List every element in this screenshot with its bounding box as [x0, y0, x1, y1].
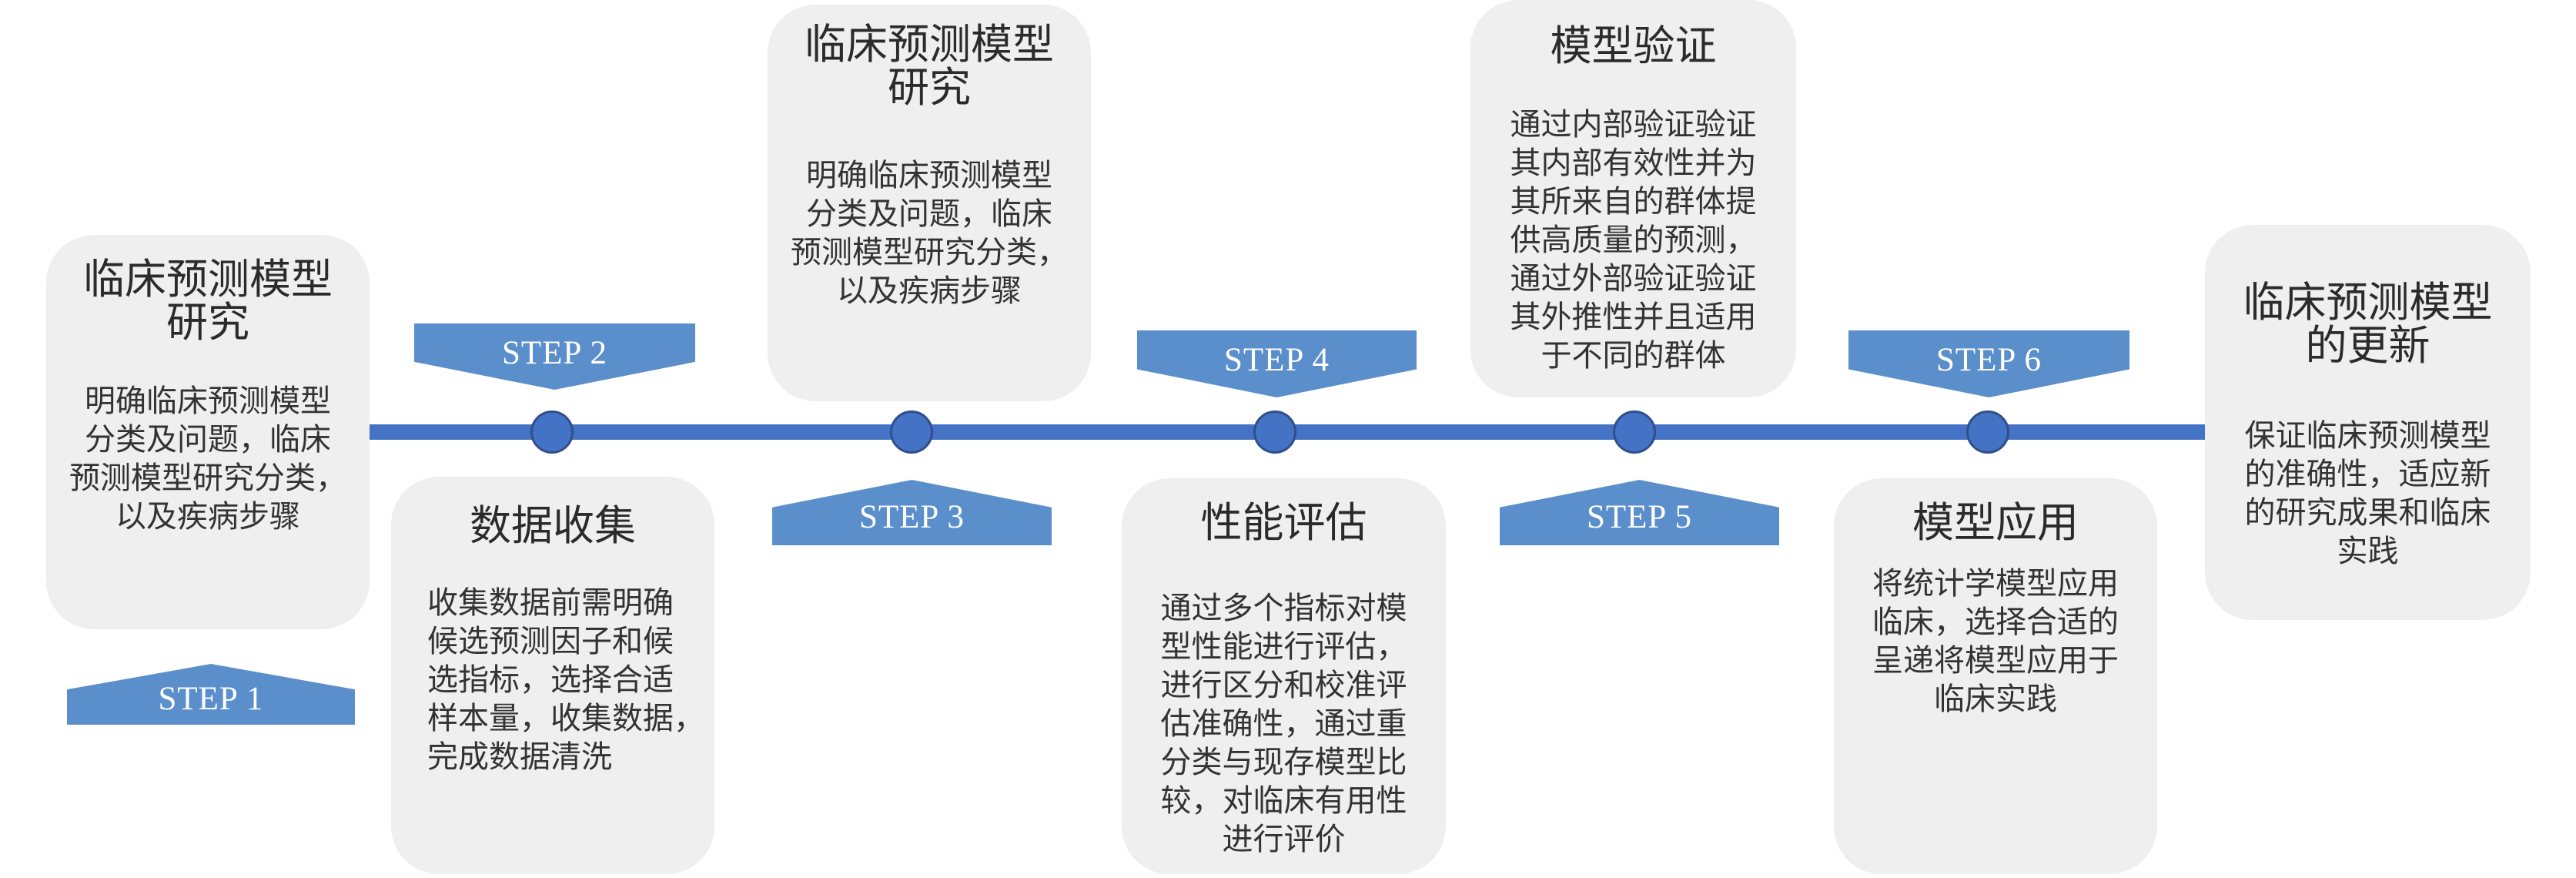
- stage-card-model-validation: 模型验证 通过内部验证验证 其内部有效性并为 其所来自的群体提 供高质量的预测，…: [1470, 0, 1796, 397]
- stage-title: 临床预测模型 研究: [83, 255, 333, 347]
- stage-card-data-collection: 数据收集 收集数据前需明确 候选预测因子和候 选指标，选择合适 样本量，收集数据…: [391, 477, 714, 874]
- stage-description: 收集数据前需明确 候选预测因子和候 选指标，选择合适 样本量，收集数据， 完成数…: [427, 585, 704, 775]
- stage-card-research: 临床预测模型 研究 明确临床预测模型 分类及问题，临床 预测模型研究分类， 以及…: [46, 235, 370, 629]
- step-4-arrow: STEP 4: [1137, 330, 1417, 397]
- timeline-node: [1253, 411, 1296, 454]
- stage-description: 通过内部验证验证 其内部有效性并为 其所来自的群体提 供高质量的预测， 通过外部…: [1510, 107, 1757, 374]
- stage-card-research-repeat: 临床预测模型 研究 明确临床预测模型 分类及问题，临床 预测模型研究分类， 以及…: [768, 5, 1091, 401]
- stage-card-performance-evaluation: 性能评估 通过多个指标对模 型性能进行评估， 进行区分和校准评 估准确性，通过重…: [1122, 478, 1446, 874]
- stage-title: 数据收集: [470, 501, 636, 550]
- stage-card-model-update: 临床预测模型 的更新 保证临床预测模型 的准确性，适应新 的研究成果和临床 实践: [2205, 225, 2531, 620]
- stage-title: 临床预测模型 研究: [805, 20, 1054, 112]
- step-5-arrow: STEP 5: [1500, 480, 1779, 545]
- timeline-node: [1966, 411, 2009, 454]
- stage-card-model-application: 模型应用 将统计学模型应用 临床，选择合适的 呈递将模型应用于 临床实践: [1834, 478, 2157, 874]
- stage-title: 模型应用: [1912, 498, 2079, 547]
- stage-description: 明确临床预测模型 分类及问题，临床 预测模型研究分类， 以及疾病步骤: [791, 158, 1068, 309]
- stage-title: 模型验证: [1550, 22, 1717, 70]
- step-3-arrow: STEP 3: [772, 480, 1052, 545]
- step-6-arrow: STEP 6: [1848, 330, 2129, 397]
- step-1-arrow: STEP 1: [67, 664, 355, 725]
- timeline-node: [890, 411, 933, 454]
- stage-description: 明确临床预测模型 分类及问题，临床 预测模型研究分类， 以及疾病步骤: [69, 384, 346, 535]
- stage-description: 保证临床预测模型 的准确性，适应新 的研究成果和临床 实践: [2244, 418, 2491, 569]
- stage-description: 将统计学模型应用 临床，选择合适的 呈递将模型应用于 临床实践: [1872, 566, 2119, 717]
- timeline-node: [1613, 411, 1656, 454]
- stage-title: 性能评估: [1200, 498, 1367, 547]
- stage-description: 通过多个指标对模 型性能进行评估， 进行区分和校准评 估准确性，通过重 分类与现…: [1160, 591, 1407, 857]
- step-2-arrow: STEP 2: [414, 323, 695, 390]
- stage-title: 临床预测模型 的更新: [2243, 278, 2493, 370]
- timeline-node: [530, 411, 574, 454]
